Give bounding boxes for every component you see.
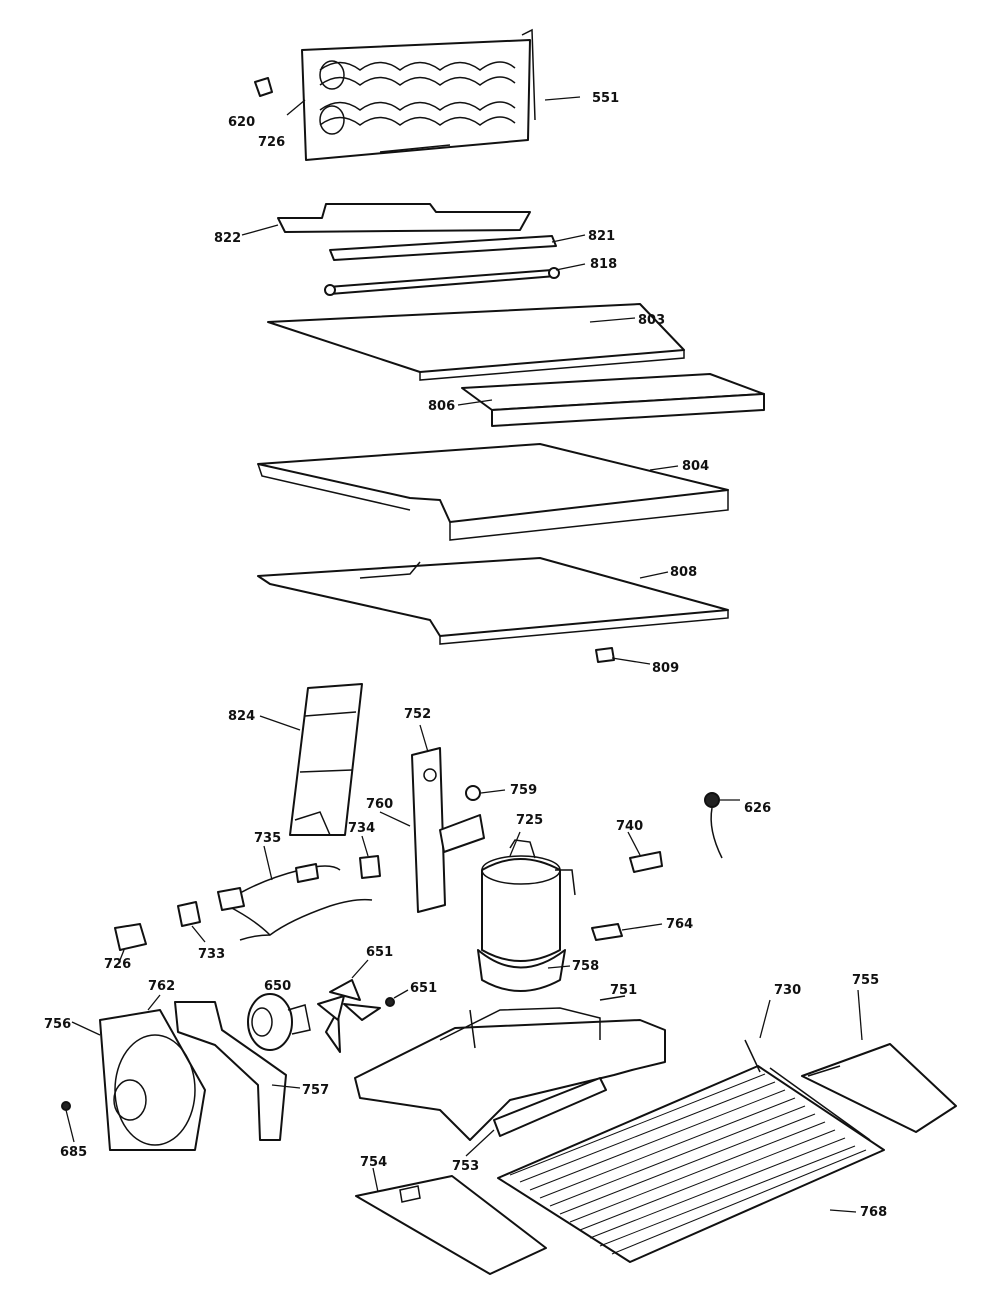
label-685: 685	[60, 1145, 87, 1160]
part-806	[461, 373, 765, 427]
label-764: 764	[666, 917, 693, 932]
label-726-bottom: 726	[104, 957, 131, 972]
label-755: 755	[852, 973, 879, 988]
evaporator-coil	[301, 28, 536, 161]
part-740	[629, 851, 663, 873]
part-751-base	[354, 995, 666, 1141]
label-762: 762	[148, 979, 175, 994]
part-754	[355, 1175, 547, 1275]
label-551: 551	[592, 91, 619, 106]
label-818: 818	[590, 257, 617, 272]
part-804	[257, 443, 729, 541]
label-650: 650	[264, 979, 291, 994]
label-806: 806	[428, 399, 455, 414]
label-760: 760	[366, 797, 393, 812]
part-752	[411, 747, 485, 913]
label-756: 756	[44, 1017, 71, 1032]
part-821	[329, 235, 557, 261]
label-808: 808	[670, 565, 697, 580]
part-759	[465, 785, 481, 801]
label-822: 822	[214, 231, 241, 246]
part-651-blade	[317, 979, 381, 1053]
part-labels: 620 726 551 822 821 818 803 806 804 808 …	[44, 91, 887, 1220]
part-818	[324, 267, 560, 296]
label-803: 803	[638, 313, 665, 328]
part-650	[247, 993, 311, 1051]
part-757	[174, 1001, 287, 1141]
label-753: 753	[452, 1159, 479, 1174]
label-757: 757	[302, 1083, 329, 1098]
label-752: 752	[404, 707, 431, 722]
part-730-condenser	[497, 1039, 885, 1263]
label-804: 804	[682, 459, 709, 474]
label-733: 733	[198, 947, 225, 962]
part-755	[801, 1043, 957, 1133]
part-733	[177, 901, 201, 927]
part-803	[267, 303, 685, 381]
label-824: 824	[228, 709, 255, 724]
label-821: 821	[588, 229, 615, 244]
part-822	[277, 203, 531, 233]
label-735: 735	[254, 831, 281, 846]
label-730: 730	[774, 983, 801, 998]
part-809	[595, 647, 615, 663]
part-620	[254, 77, 273, 97]
label-758: 758	[572, 959, 599, 974]
label-626: 626	[744, 801, 771, 816]
label-651-lower: 651	[410, 981, 437, 996]
label-620: 620	[228, 115, 255, 130]
label-740: 740	[616, 819, 643, 834]
part-824	[289, 683, 363, 836]
label-768: 768	[860, 1205, 887, 1220]
label-725: 725	[516, 813, 543, 828]
part-764	[591, 923, 623, 941]
wiring-harness	[217, 855, 381, 941]
label-734: 734	[348, 821, 375, 836]
label-651-upper: 651	[366, 945, 393, 960]
compressor	[477, 839, 576, 992]
part-756-shroud	[99, 1009, 206, 1151]
label-754: 754	[360, 1155, 387, 1170]
label-809: 809	[652, 661, 679, 676]
label-726-top: 726	[258, 135, 285, 150]
part-808	[257, 557, 729, 645]
label-759: 759	[510, 783, 537, 798]
part-626	[704, 792, 723, 859]
part-726b	[114, 923, 147, 951]
label-751: 751	[610, 983, 637, 998]
part-753	[493, 1077, 607, 1137]
